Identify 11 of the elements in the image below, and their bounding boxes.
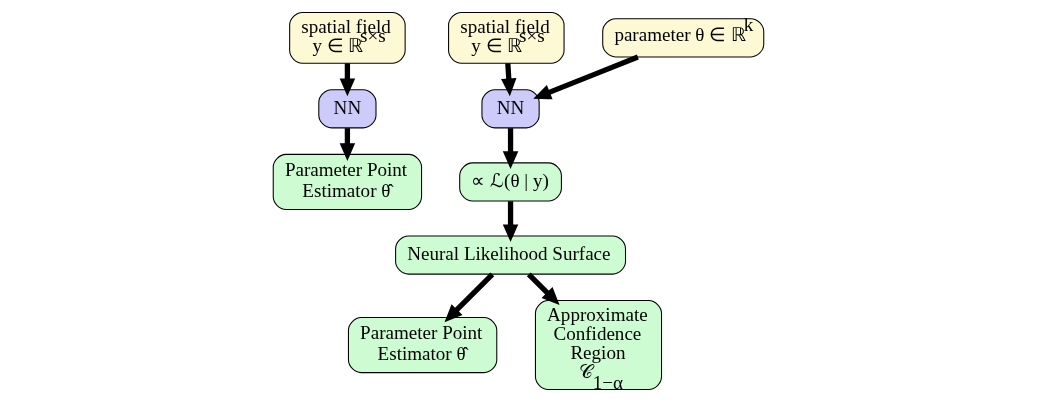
- node-box: Parameter Point Estimator θ̂: [272, 153, 423, 210]
- node-box: NN: [481, 89, 540, 129]
- arrow: [526, 272, 560, 306]
- arrow: [533, 54, 639, 100]
- node-box: Neural Likelihood Surface: [395, 235, 627, 275]
- arrow: [502, 128, 519, 169]
- node-box: ∝ ℒ(θ | y): [459, 162, 562, 202]
- arrow: [444, 272, 495, 323]
- node-box: NN: [318, 89, 377, 129]
- arrow: [502, 201, 519, 243]
- node-box: Parameter Point Estimator θ̂: [347, 317, 498, 374]
